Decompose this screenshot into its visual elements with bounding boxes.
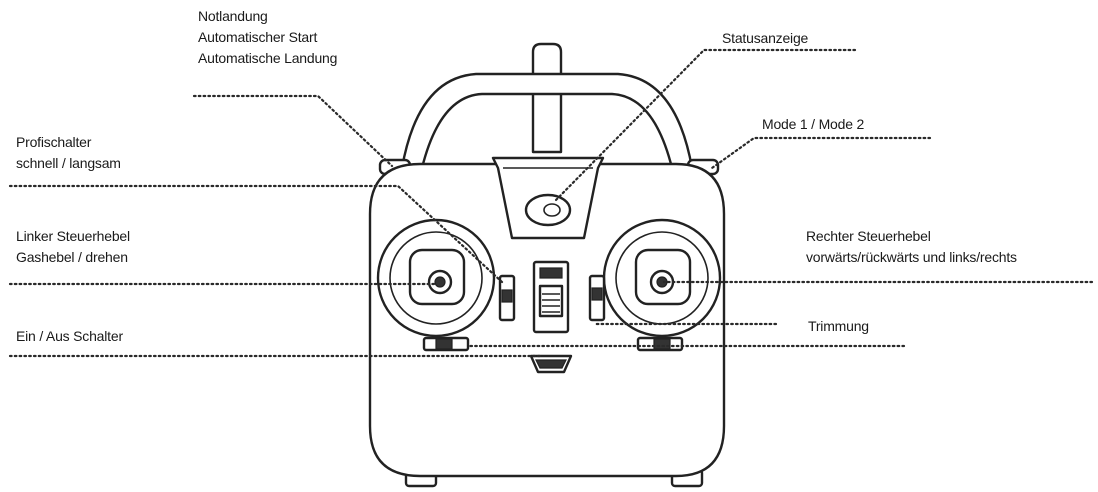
center-slider xyxy=(532,260,570,334)
label-profischalter: Profischalter schnell / langsam xyxy=(16,134,121,171)
label-rechter-steuerhebel: Rechter Steuerhebel vorwärts/rückwärts u… xyxy=(806,228,1017,265)
leader-statusanzeige xyxy=(554,48,857,202)
leader-notlandung xyxy=(192,94,394,168)
label-ein-aus: Ein / Aus Schalter xyxy=(16,328,123,344)
right-stick xyxy=(602,218,722,338)
left-trim-slider xyxy=(498,274,516,322)
antenna xyxy=(531,42,563,154)
label-statusanzeige: Statusanzeige xyxy=(722,30,809,46)
left-stick xyxy=(376,218,496,338)
label-notlandung: Notlandung Automatischer Start Automatis… xyxy=(198,8,338,66)
right-trim-slider xyxy=(588,274,606,322)
label-linker-steuerhebel: Linker Steuerhebel Gashebel / drehen xyxy=(16,228,130,265)
status-light xyxy=(524,193,572,227)
bottom-center-button xyxy=(529,354,573,374)
horizontal-trim-switch xyxy=(636,336,684,352)
leader-lines xyxy=(8,48,1094,358)
leader-mode xyxy=(710,136,932,170)
leader-profischalter xyxy=(8,184,504,284)
power-switch xyxy=(422,336,470,352)
label-mode: Mode 1 / Mode 2 xyxy=(762,116,865,132)
label-trimmung: Trimmung xyxy=(808,318,869,334)
